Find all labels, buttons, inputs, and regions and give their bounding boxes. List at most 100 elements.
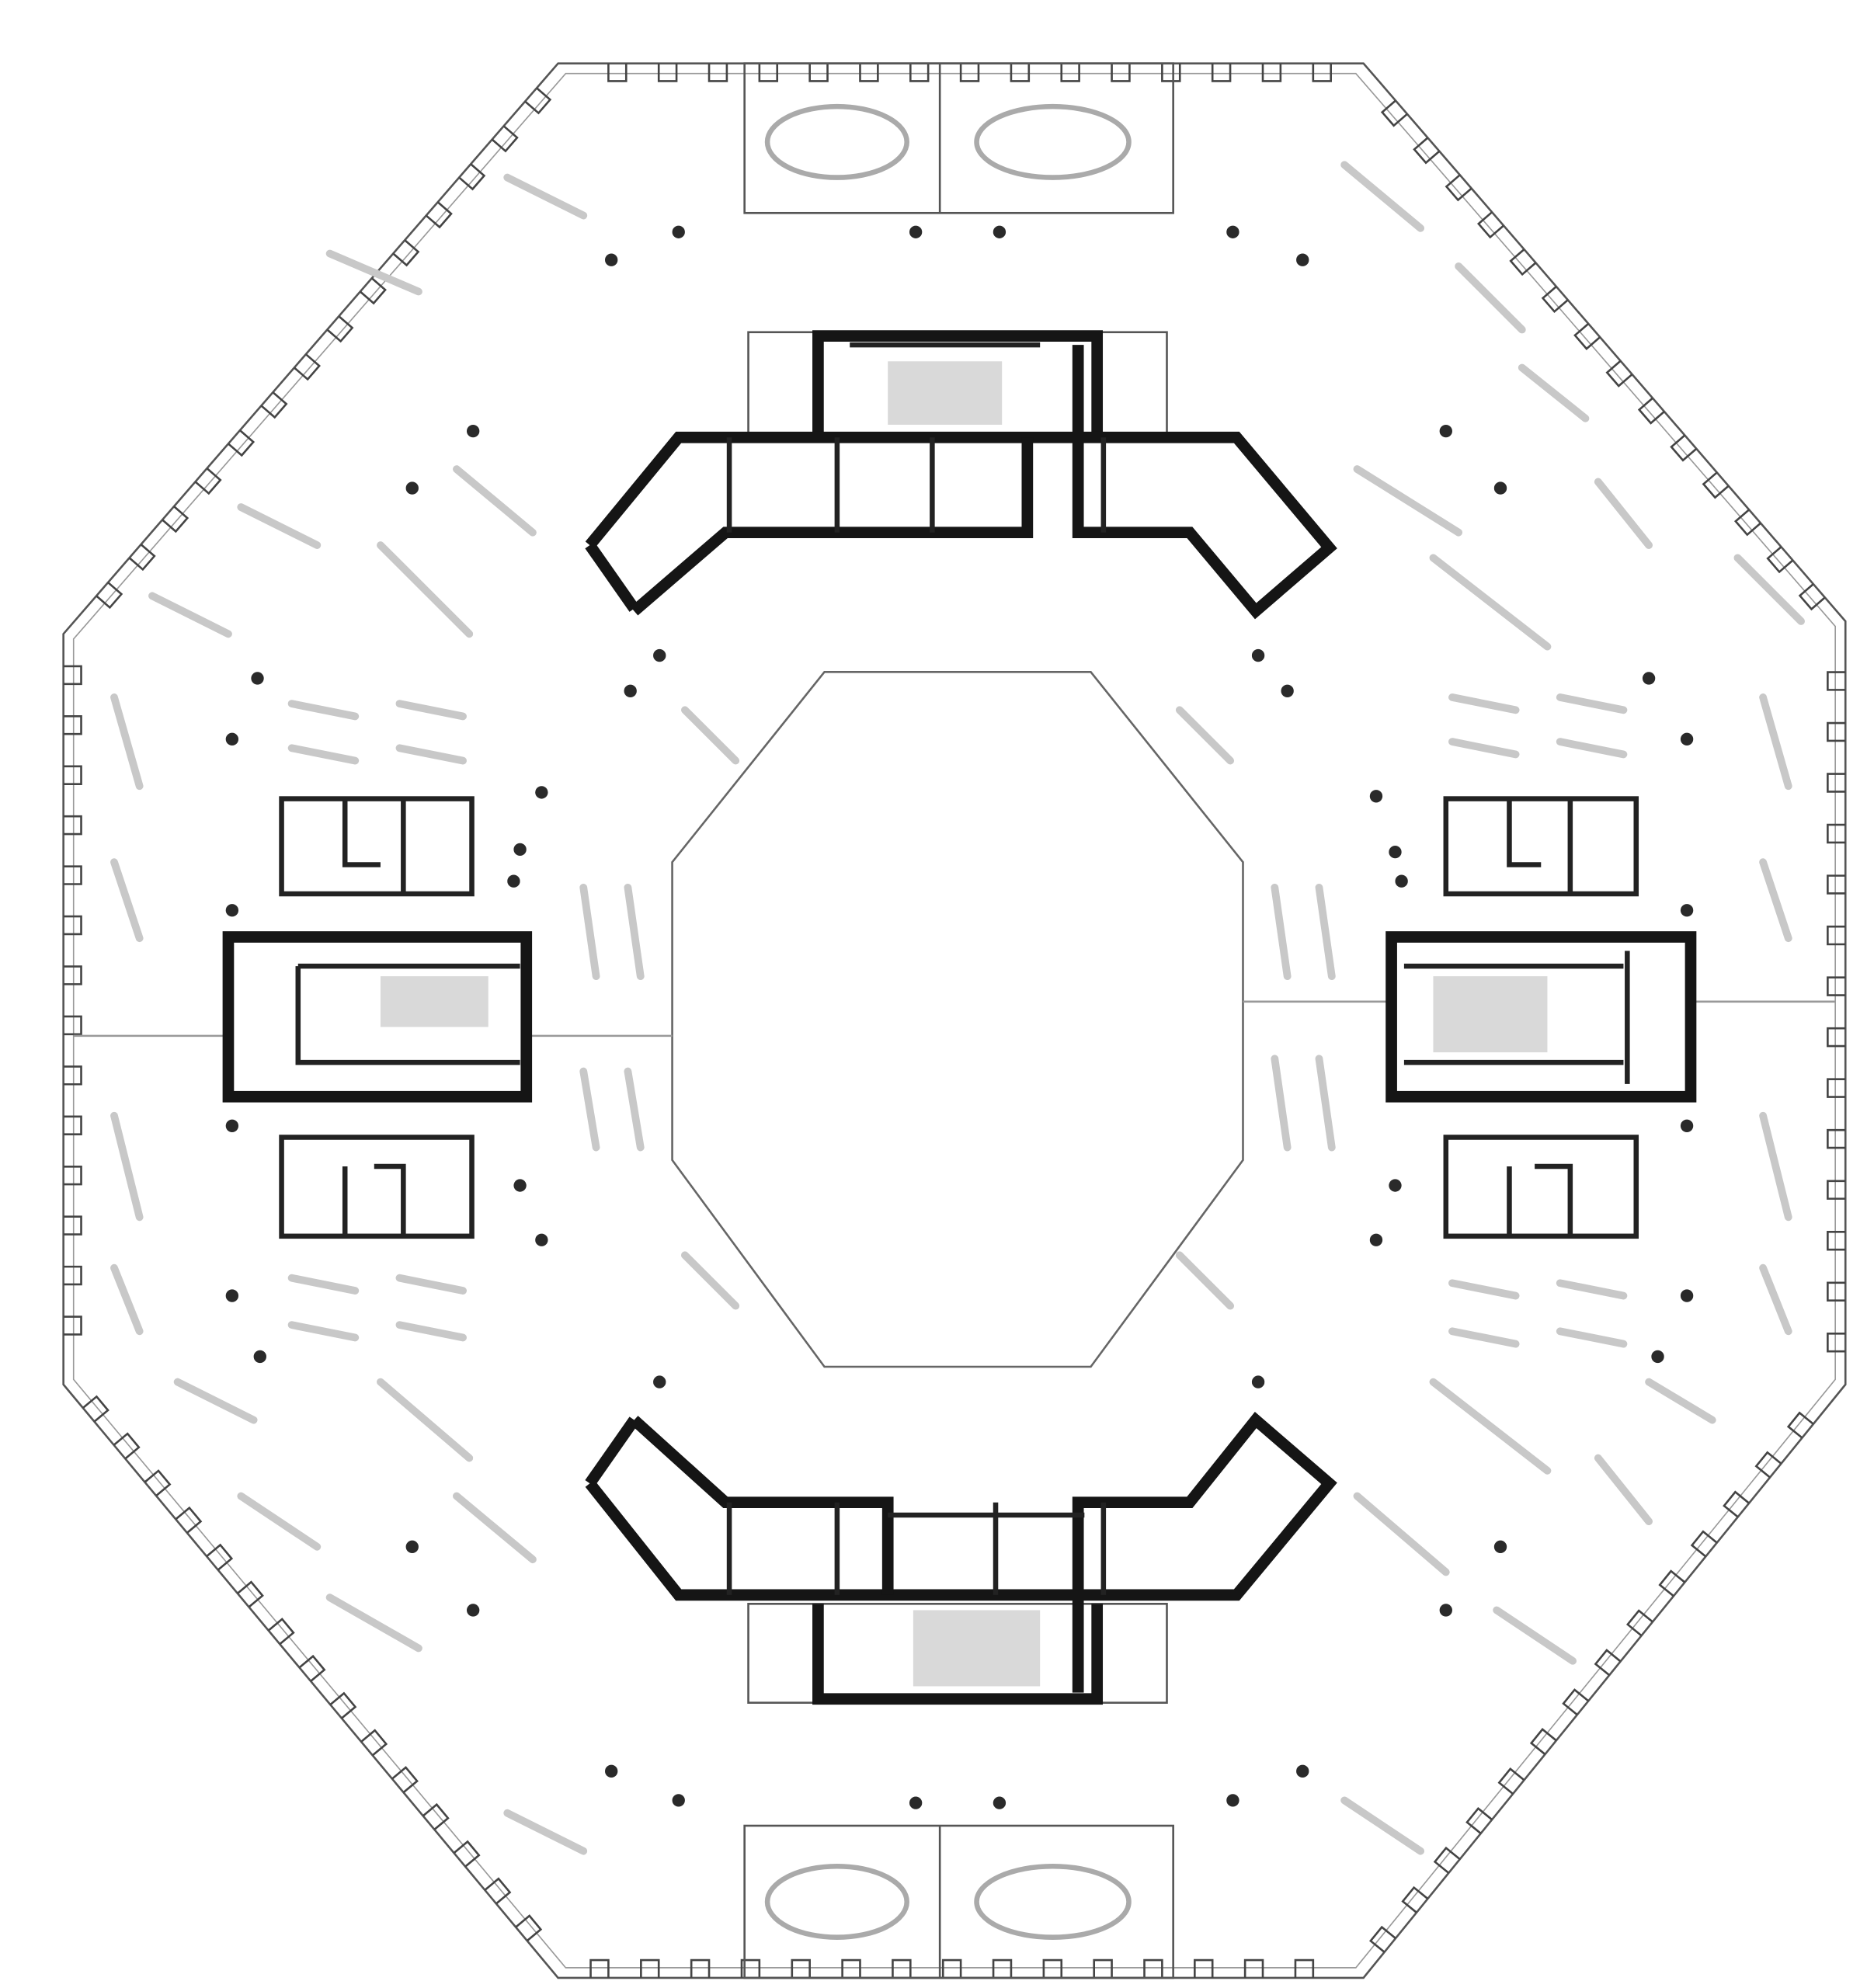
window-mullion <box>63 965 82 985</box>
window-mullion <box>1827 823 1846 844</box>
workstation <box>579 883 600 981</box>
workstation <box>325 1594 422 1653</box>
workstation <box>1759 693 1792 791</box>
window-mullion <box>909 63 930 82</box>
workstation <box>503 173 588 220</box>
window-mullion <box>1827 671 1846 691</box>
workstation <box>1455 262 1526 334</box>
column <box>1251 648 1265 662</box>
window-mullion <box>1827 773 1846 793</box>
workstation <box>287 1321 360 1342</box>
window-mullion <box>194 467 222 495</box>
workstation <box>110 1263 144 1336</box>
window-mullion <box>992 1958 1013 1978</box>
column <box>1395 874 1408 888</box>
column <box>1680 1289 1694 1302</box>
column <box>1439 424 1452 438</box>
column <box>1439 1604 1452 1617</box>
workstation <box>377 541 474 638</box>
column <box>467 424 480 438</box>
window-mullion <box>1497 1767 1525 1795</box>
workstation <box>1556 693 1628 714</box>
workstation <box>395 744 467 765</box>
window-mullion <box>1766 546 1794 574</box>
column <box>1493 481 1507 495</box>
workstation <box>1448 1279 1520 1300</box>
column <box>1296 253 1309 266</box>
workstation <box>237 503 322 549</box>
workstation <box>395 700 467 721</box>
window-mullion <box>1827 874 1846 895</box>
window-mullion <box>1827 721 1846 742</box>
column <box>1680 904 1694 917</box>
workstation <box>1556 1327 1628 1348</box>
workstation <box>1448 693 1520 714</box>
window-mullion <box>607 63 628 82</box>
window-mullion <box>1827 1180 1846 1200</box>
column <box>405 481 419 495</box>
window-mullion <box>1733 509 1761 537</box>
workstation <box>287 744 360 765</box>
column <box>1226 1794 1239 1807</box>
window-mullion <box>1261 63 1282 82</box>
window-mullion <box>1380 99 1408 127</box>
column <box>513 1179 527 1192</box>
workstation <box>1448 1327 1520 1348</box>
window-mullion <box>1594 1649 1622 1677</box>
column <box>672 225 685 238</box>
window-mullion <box>63 665 82 686</box>
window-mullion <box>1827 1078 1846 1098</box>
column <box>909 225 923 238</box>
column <box>1389 845 1402 859</box>
window-mullion <box>260 391 288 419</box>
outer-facade <box>62 62 1847 1979</box>
window-mullion <box>425 201 453 229</box>
window-mullion <box>1060 63 1080 82</box>
window-mullion <box>267 1618 295 1646</box>
window-mullion <box>1690 1530 1718 1558</box>
column <box>225 904 239 917</box>
workstation <box>1645 1378 1716 1424</box>
window-mullion <box>175 1506 203 1534</box>
window-mullion <box>422 1802 450 1830</box>
window-mullion <box>453 1840 481 1868</box>
right-core <box>1385 796 1697 1239</box>
window-mullion <box>96 582 123 610</box>
window-mullion <box>1754 1451 1782 1479</box>
window-mullion <box>491 125 519 153</box>
column <box>1651 1350 1664 1364</box>
bottom-core <box>585 1412 1337 1705</box>
window-mullion <box>892 1958 912 1978</box>
column <box>1251 1375 1265 1388</box>
column <box>1389 1179 1402 1192</box>
workstation <box>377 1378 474 1462</box>
column <box>251 672 264 685</box>
window-mullion <box>640 1958 660 1978</box>
workstation <box>1271 883 1292 981</box>
column <box>909 1796 923 1809</box>
workstation <box>1594 478 1653 549</box>
workstation <box>1733 554 1805 625</box>
window-mullion <box>392 239 420 267</box>
window-mullion <box>1194 1958 1214 1978</box>
central-atrium <box>671 671 1244 1368</box>
workstation <box>1175 706 1235 765</box>
window-mullion <box>128 544 156 572</box>
window-mullion <box>206 1543 234 1571</box>
column <box>672 1794 685 1807</box>
column <box>1281 684 1294 697</box>
workstation <box>110 1111 144 1222</box>
column <box>993 225 1007 238</box>
window-mullion <box>1723 1490 1750 1518</box>
window-mullion <box>1401 1885 1429 1913</box>
window-mullion <box>1827 1281 1846 1302</box>
window-mullion <box>1369 1925 1396 1953</box>
column <box>1296 1764 1309 1778</box>
workstation <box>1429 554 1552 651</box>
window-mullion <box>63 1215 82 1236</box>
window-mullion <box>63 1265 82 1286</box>
workstation <box>1448 738 1520 759</box>
workstation <box>681 706 740 765</box>
window-mullion <box>1786 1411 1814 1439</box>
window-mullion <box>63 1115 82 1135</box>
